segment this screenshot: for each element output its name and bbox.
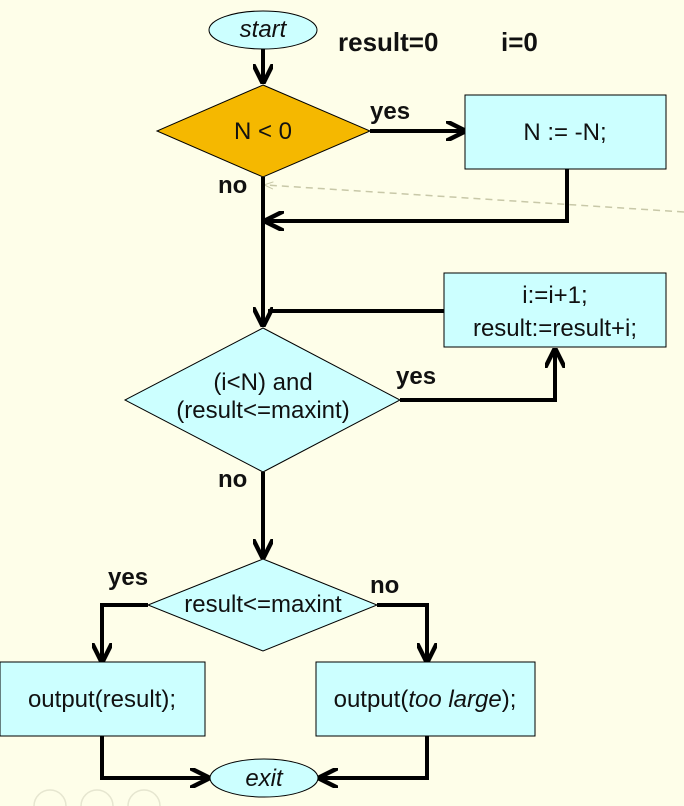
loop-cond-label-1: (i<N) and <box>213 369 312 396</box>
increment-label-1: i:=i+1; <box>522 282 587 309</box>
output-err-label: output(too large); <box>334 686 517 713</box>
negate-process <box>464 94 667 170</box>
edge-output-ok-to-exit <box>100 736 206 778</box>
annotation-pointer <box>266 185 684 213</box>
start-terminal <box>208 10 318 50</box>
loop-condition-decision <box>123 327 402 473</box>
edge-output-err-to-exit <box>322 736 429 778</box>
increment-label-2: result:=result+i; <box>473 315 637 342</box>
edge-loop-yes <box>400 352 555 402</box>
init-i: i=0 <box>501 27 538 57</box>
nav-circle <box>127 789 161 806</box>
output-result-box <box>0 661 206 737</box>
neg-check-label: N < 0 <box>234 118 292 145</box>
init-result: result=0 <box>338 27 438 57</box>
negate-label: N := -N; <box>523 119 606 146</box>
overflow-check-decision <box>146 558 379 652</box>
exit-label: exit <box>245 765 284 792</box>
loop-cond-label-2: (result<=maxint) <box>176 397 349 424</box>
edge-ovf-yes <box>102 603 148 659</box>
output-err-italic: too large <box>408 686 501 713</box>
output-ok-label: output(result); <box>28 686 176 713</box>
output-err-prefix: output( <box>334 686 409 713</box>
ovf-no-label: no <box>370 572 399 599</box>
slide-nav-controls <box>33 789 161 806</box>
start-label: start <box>240 16 288 43</box>
edge-negate-return <box>268 169 569 221</box>
nav-circle <box>33 789 67 806</box>
connectors <box>100 49 569 778</box>
edge-ovf-no <box>377 603 427 659</box>
loop-no-label: no <box>218 466 247 493</box>
neg-check-decision <box>155 84 372 178</box>
nav-circle <box>80 789 114 806</box>
exit-terminal <box>209 758 319 798</box>
output-err-suffix: ); <box>502 686 517 713</box>
increment-process <box>443 272 667 348</box>
neg-no-label: no <box>218 172 247 199</box>
overflow-check-label: result<=maxint <box>184 591 342 618</box>
output-too-large-box <box>315 661 536 737</box>
loop-yes-label: yes <box>396 363 436 390</box>
neg-yes-label: yes <box>370 98 410 125</box>
ovf-yes-label: yes <box>108 564 148 591</box>
